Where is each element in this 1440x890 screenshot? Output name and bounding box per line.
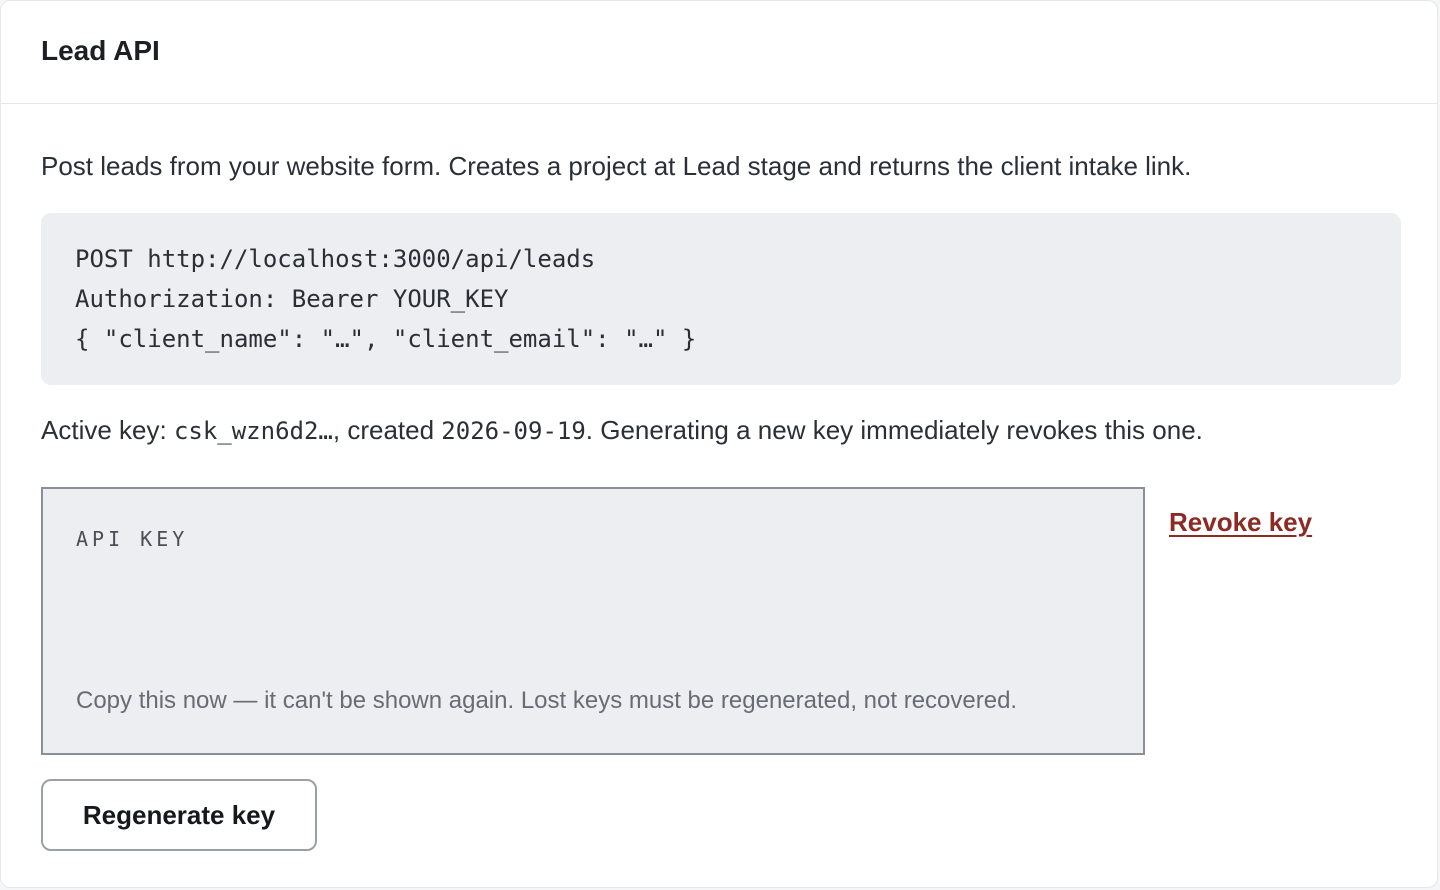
api-key-note: Copy this now — it can't be shown again.… — [76, 687, 1018, 714]
card-description: Post leads from your website form. Creat… — [41, 151, 1192, 181]
revoke-key-link[interactable]: Revoke key — [1169, 507, 1313, 537]
active-key-created-date: 2026-09-19 — [441, 417, 586, 445]
active-key-info: Active key: csk_wzn6d2…, created 2026-09… — [41, 415, 1203, 446]
code-line-auth: Authorization: Bearer YOUR_KEY — [75, 285, 509, 313]
active-key-created-text: , created — [332, 415, 442, 445]
code-line-request: POST http://localhost:3000/api/leads — [75, 245, 596, 273]
api-key-label: API KEY — [76, 527, 189, 551]
code-sample: POST http://localhost:3000/api/leads Aut… — [41, 213, 1401, 385]
card-title: Lead API — [41, 35, 160, 66]
active-key-value: csk_wzn6d2… — [173, 417, 333, 445]
card-header: Lead API — [1, 1, 1437, 104]
code-line-body: { "client_name": "…", "client_email": "…… — [75, 325, 697, 353]
api-key-panel[interactable]: API KEY Copy this now — it can't be show… — [41, 487, 1145, 755]
regenerate-key-button[interactable]: Regenerate key — [41, 779, 317, 851]
active-key-prefix: Active key: — [41, 415, 174, 445]
active-key-suffix: . Generating a new key immediately revok… — [585, 415, 1203, 445]
